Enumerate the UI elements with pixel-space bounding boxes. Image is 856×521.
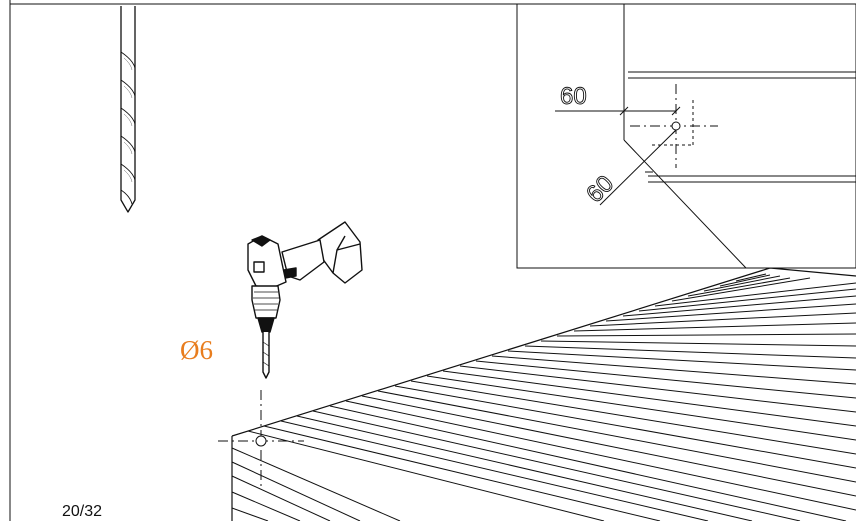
page-number: 20/32 (62, 503, 103, 520)
drill-bit-icon (120, 6, 136, 213)
drill-diameter-label: Ø6 (180, 335, 213, 365)
crosshair-icon (218, 390, 304, 486)
decking-boards (231, 267, 856, 521)
cordless-drill-icon (247, 221, 363, 379)
dimension-60-horizontal: 60 (560, 83, 587, 110)
detail-inset (516, 3, 856, 269)
